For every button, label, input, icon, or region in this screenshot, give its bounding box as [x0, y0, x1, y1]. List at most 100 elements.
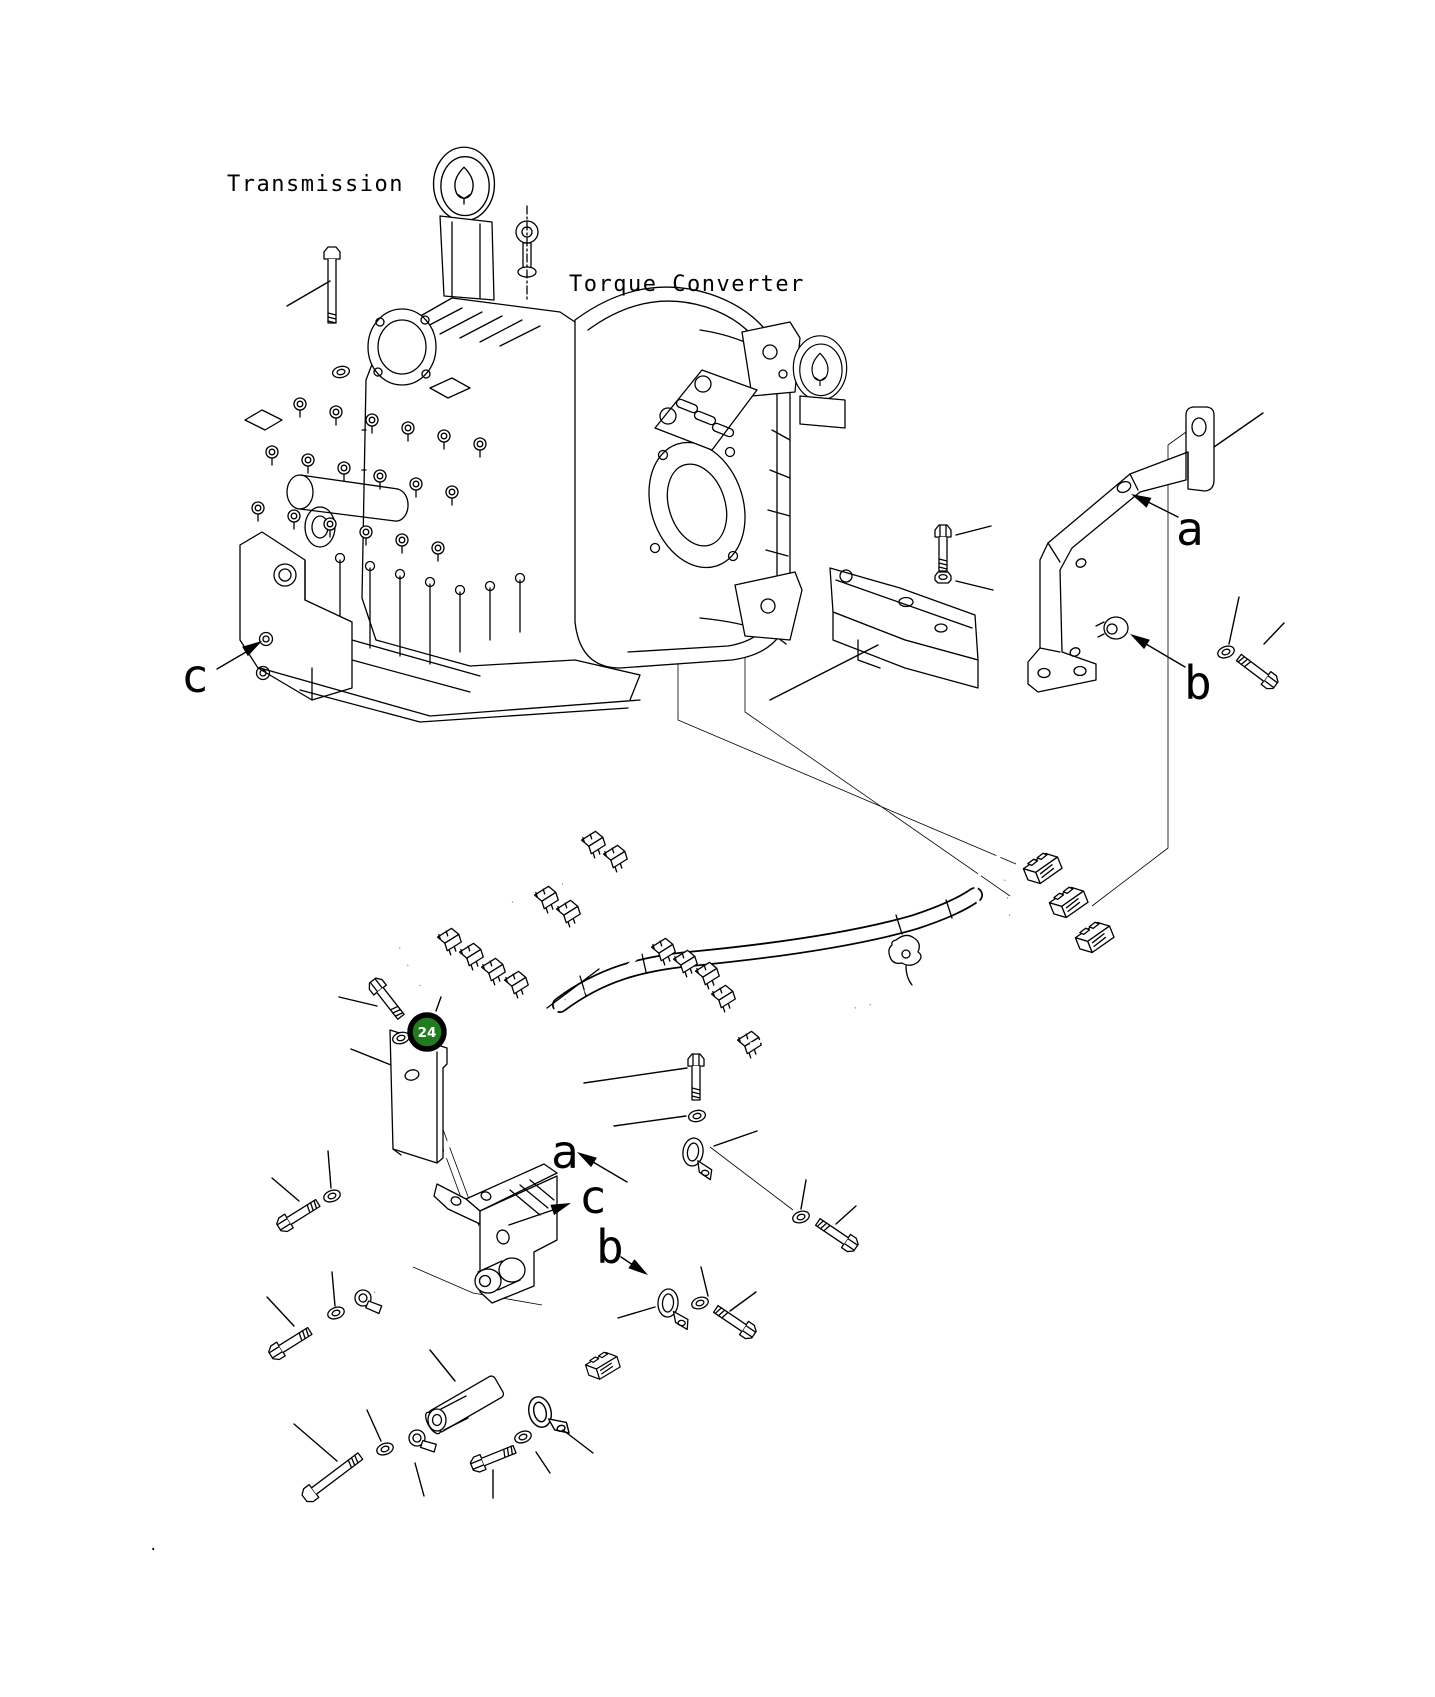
lifting-shackle-icon	[432, 146, 496, 301]
leader-line	[331, 1271, 336, 1307]
bottom-frame	[259, 639, 641, 723]
callout-letter: c	[181, 649, 209, 703]
leader-line	[535, 1451, 551, 1474]
connector	[1046, 882, 1091, 922]
washer	[512, 1428, 534, 1446]
plate-bracket	[389, 1029, 448, 1164]
callout-arrow-line	[592, 1161, 628, 1183]
footnote-dot: .	[149, 1538, 157, 1554]
callout-lower-b: b	[596, 1220, 648, 1275]
callout-lower-a: a	[551, 1125, 628, 1183]
connector	[582, 1348, 623, 1383]
leader-line	[729, 1291, 757, 1312]
hex-bolt	[323, 246, 341, 324]
leader-line	[583, 1067, 688, 1084]
callout-arrow-line	[216, 651, 247, 670]
callout-letter: b	[1184, 656, 1212, 710]
transmission-case	[304, 297, 576, 667]
arrowhead-icon	[628, 1259, 648, 1275]
leader-line	[286, 280, 331, 307]
leader-line	[271, 1177, 300, 1202]
hex-bolt	[273, 1195, 323, 1235]
leader-line	[414, 1462, 425, 1497]
harness-band-clamp	[524, 1390, 570, 1443]
part-badge-circle[interactable]	[407, 1012, 447, 1052]
mounting-bracket	[1027, 406, 1215, 693]
harness-clamp	[709, 983, 739, 1015]
callout-upper-c: c	[181, 641, 262, 703]
leader-line	[955, 525, 992, 536]
harness-clamp	[554, 898, 584, 930]
harness-clamp	[502, 969, 532, 1001]
leader-line	[613, 1115, 687, 1127]
hex-bolt	[934, 524, 952, 572]
callout-lower-c: c	[508, 1170, 607, 1226]
leader-line	[327, 1150, 332, 1189]
breather-knob	[515, 205, 539, 301]
plate-bracket-group	[338, 974, 448, 1164]
leader-line	[366, 1409, 382, 1442]
bottom-fasteners	[293, 1390, 594, 1506]
leader-line	[1213, 412, 1264, 448]
callout-letter: a	[551, 1125, 579, 1179]
leader-line	[562, 1429, 594, 1454]
leader-line	[435, 996, 442, 1012]
left-fasteners	[265, 1150, 347, 1363]
torque-converter-label: Torque Converter	[569, 272, 805, 297]
transmission-label: Transmission	[227, 172, 404, 197]
part-badge-number: 24	[418, 1025, 437, 1041]
callout-arrow-line	[1145, 643, 1186, 668]
harness-clamp	[579, 829, 609, 861]
callout-arrow-line	[508, 1209, 554, 1226]
leader-line	[835, 1205, 857, 1225]
callout-letter: b	[596, 1220, 624, 1274]
harness-band-clamp	[655, 1287, 691, 1331]
harness-branches	[399, 864, 659, 994]
washer	[689, 1294, 711, 1312]
hex-bolt	[468, 1441, 519, 1475]
callout-letter: c	[579, 1170, 607, 1224]
leader-line	[546, 968, 600, 1009]
washer	[790, 1208, 812, 1226]
torque-converter-housing	[574, 286, 803, 669]
washer	[1215, 643, 1237, 661]
bushing	[1095, 616, 1129, 640]
lifting-shackle-icon	[792, 335, 848, 429]
hex-bolt	[1233, 650, 1282, 693]
washer	[686, 1108, 708, 1124]
transmission-assembly	[239, 146, 848, 723]
sleeve-tube-group	[425, 1349, 505, 1435]
callout-arrow-line	[1147, 501, 1179, 518]
leader-line	[266, 1296, 295, 1327]
cover-plate-group	[769, 524, 994, 701]
leader-line	[769, 644, 879, 701]
hex-bolt	[687, 1053, 705, 1101]
bushing	[474, 1257, 526, 1294]
mounting-bracket-group	[1027, 406, 1285, 693]
part-badge[interactable]: 24	[407, 996, 447, 1052]
hex-bolt	[365, 974, 408, 1023]
leader-line	[293, 1423, 338, 1462]
harness-clamp	[735, 1029, 765, 1061]
washer	[321, 1187, 343, 1205]
hex-bolt	[265, 1323, 315, 1363]
leader-line	[713, 1130, 758, 1147]
arrowhead-icon	[242, 641, 262, 657]
leader-line	[1228, 596, 1240, 645]
leader-line	[700, 1266, 709, 1297]
washer	[374, 1440, 396, 1458]
hex-bolt	[298, 1449, 366, 1506]
connector	[888, 934, 922, 986]
lock-nut	[934, 571, 952, 584]
callout-upper-b: b	[1130, 634, 1212, 710]
arrowhead-icon	[577, 1152, 597, 1168]
angle-bracket-group	[433, 1163, 558, 1304]
control-valve-cluster	[244, 377, 526, 665]
leader-line	[955, 580, 994, 591]
callout-upper-a: a	[1131, 494, 1204, 556]
connector	[1072, 917, 1117, 957]
harness-clamp	[479, 956, 509, 988]
arrowhead-icon	[550, 1203, 571, 1216]
